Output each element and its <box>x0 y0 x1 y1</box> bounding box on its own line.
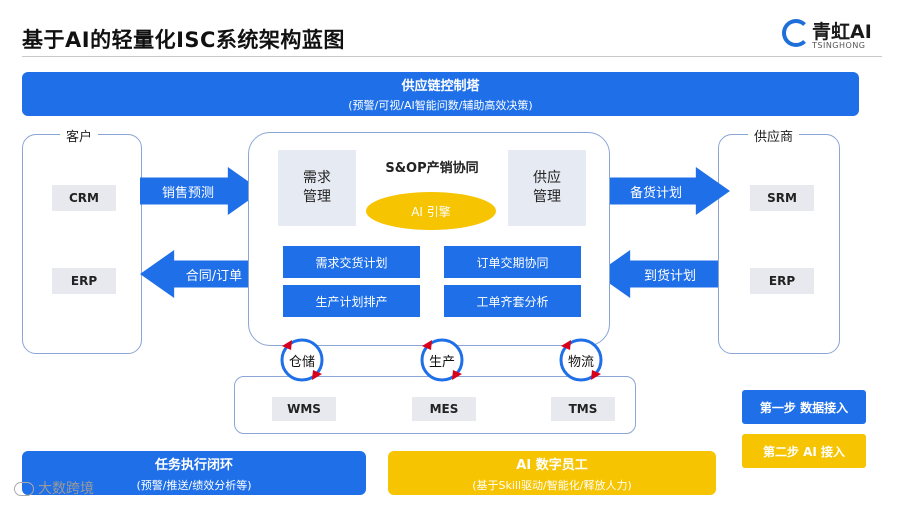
logistics-cycle-label: 物流 <box>567 354 594 370</box>
ai-worker-bar[interactable]: AI 数字员工 (基于Skill驱动/智能化/释放人力) <box>388 451 716 495</box>
logo-name: 青虹AI <box>812 21 872 43</box>
control-tower-bar[interactable]: 供应链控制塔 (预警/可视/AI智能问数/辅助高效决策) <box>22 72 859 116</box>
supplier-title: 供应商 <box>748 126 800 145</box>
supplier-erp-box[interactable]: ERP <box>750 268 814 294</box>
demand-management-box[interactable]: 需求 管理 <box>278 150 356 226</box>
production-cycle-label: 生产 <box>428 354 455 370</box>
warehouse-cycle-icon <box>280 338 324 382</box>
control-tower-title: 供应链控制塔 <box>401 79 480 94</box>
contract-order-arrow: 合同/订单 <box>140 250 262 298</box>
watermark: 大数跨境 <box>14 478 94 498</box>
plan-production-schedule[interactable]: 生产计划排产 <box>283 285 420 317</box>
arrival-plan-label: 到货计划 <box>643 268 696 284</box>
sales-forecast-label: 销售预测 <box>161 185 214 201</box>
legend-step2: 第二步 AI 接入 <box>742 434 866 468</box>
legend-step1: 第一步 数据接入 <box>742 390 866 424</box>
closed-loop-title: 任务执行闭环 <box>154 457 233 473</box>
wms-box[interactable]: WMS <box>272 397 336 421</box>
logo-ring-icon <box>782 19 810 47</box>
logistics-cycle-icon <box>559 338 603 382</box>
closed-loop-subtitle: (预警/推送/绩效分析等) <box>136 478 252 492</box>
brand-logo: 青虹AI TSINGHONG <box>782 17 892 53</box>
warehouse-cycle: 仓储 <box>278 336 326 384</box>
supply-management-box[interactable]: 供应 管理 <box>508 150 586 226</box>
ai-engine-oval[interactable]: AI 引擎 <box>366 192 496 230</box>
closed-loop-bar[interactable]: 任务执行闭环 (预警/推送/绩效分析等) <box>22 451 366 495</box>
supplier-srm-box[interactable]: SRM <box>750 185 814 211</box>
mes-box[interactable]: MES <box>412 397 476 421</box>
arrival-plan-arrow: 到货计划 <box>596 250 718 298</box>
customer-erp-box[interactable]: ERP <box>52 268 116 294</box>
sales-forecast-arrow: 销售预测 <box>140 167 262 215</box>
watermark-text: 大数跨境 <box>38 481 94 497</box>
customer-panel <box>22 134 142 354</box>
supply-mgmt-line2: 管理 <box>533 189 561 205</box>
plan-order-leadtime[interactable]: 订单交期协同 <box>444 246 581 278</box>
plan-demand-delivery[interactable]: 需求交货计划 <box>283 246 420 278</box>
customer-title: 客户 <box>60 126 99 145</box>
sop-title: S&OP产销协同 <box>385 161 479 176</box>
contract-order-label: 合同/订单 <box>185 268 243 284</box>
supplier-panel <box>718 134 840 354</box>
plan-workorder-kitting[interactable]: 工单齐套分析 <box>444 285 581 317</box>
production-cycle: 生产 <box>418 336 466 384</box>
stock-plan-arrow: 备货计划 <box>608 167 730 215</box>
ai-worker-title: AI 数字员工 <box>516 457 588 473</box>
page-title: 基于AI的轻量化ISC系统架构蓝图 <box>22 28 345 52</box>
tms-box[interactable]: TMS <box>551 397 615 421</box>
warehouse-cycle-label: 仓储 <box>288 354 315 370</box>
demand-mgmt-line2: 管理 <box>303 189 331 205</box>
logistics-cycle: 物流 <box>557 336 605 384</box>
customer-crm-box[interactable]: CRM <box>52 185 116 211</box>
demand-mgmt-line1: 需求 <box>303 170 331 186</box>
production-cycle-icon <box>420 338 464 382</box>
title-divider <box>22 56 882 57</box>
watermark-icon <box>14 482 34 496</box>
logo-sub: TSINGHONG <box>812 41 866 50</box>
ai-worker-subtitle: (基于Skill驱动/智能化/释放人力) <box>472 478 632 492</box>
supply-mgmt-line1: 供应 <box>533 170 561 186</box>
stock-plan-label: 备货计划 <box>629 185 682 201</box>
control-tower-subtitle: (预警/可视/AI智能问数/辅助高效决策) <box>348 99 533 112</box>
